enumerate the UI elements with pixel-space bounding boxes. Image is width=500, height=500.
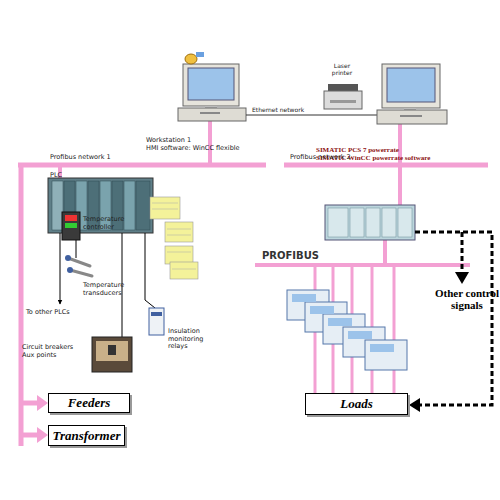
node-text: HMI software: WinCC flexible bbox=[146, 144, 240, 152]
feeder-box: Feeders bbox=[48, 393, 130, 413]
signal-label: Other control signals bbox=[434, 287, 500, 311]
device-label: Insulation monitoring relays bbox=[168, 328, 223, 351]
device-label: To other PLCs bbox=[26, 309, 70, 317]
node-text: Workstation 1 bbox=[146, 136, 191, 144]
link-label: Ethernet network bbox=[252, 106, 304, 113]
node-text: Feeders bbox=[68, 396, 111, 410]
node-text: Laser printer bbox=[328, 62, 356, 76]
workstation-node: Workstation 1HMI software: WinCC flexibl… bbox=[146, 56, 246, 152]
bus-label: PROFIBUS bbox=[262, 250, 319, 261]
node-text: Loads bbox=[340, 397, 373, 411]
bus-label: Profibus network 1 bbox=[50, 154, 111, 162]
device-label: PLC bbox=[50, 172, 62, 180]
printer-node: Laser printer bbox=[320, 62, 364, 110]
device-label: Circuit breakers Aux points bbox=[22, 344, 84, 359]
node-text: SIMATIC PCS 7 powerrate bbox=[316, 146, 399, 154]
device-label: Temperature controller bbox=[83, 216, 128, 231]
node-text: Transformer bbox=[52, 429, 120, 443]
network-link bbox=[246, 115, 316, 116]
load-box: Loads bbox=[305, 393, 408, 415]
workstation-node: SIMATIC PCS 7 powerrateSIMATIC WinCC pow… bbox=[316, 56, 450, 162]
transformer-box: Transformer bbox=[48, 425, 125, 446]
device-label: Temperature transducers bbox=[83, 282, 133, 297]
bus-label: Profibus network 2 bbox=[290, 154, 351, 162]
